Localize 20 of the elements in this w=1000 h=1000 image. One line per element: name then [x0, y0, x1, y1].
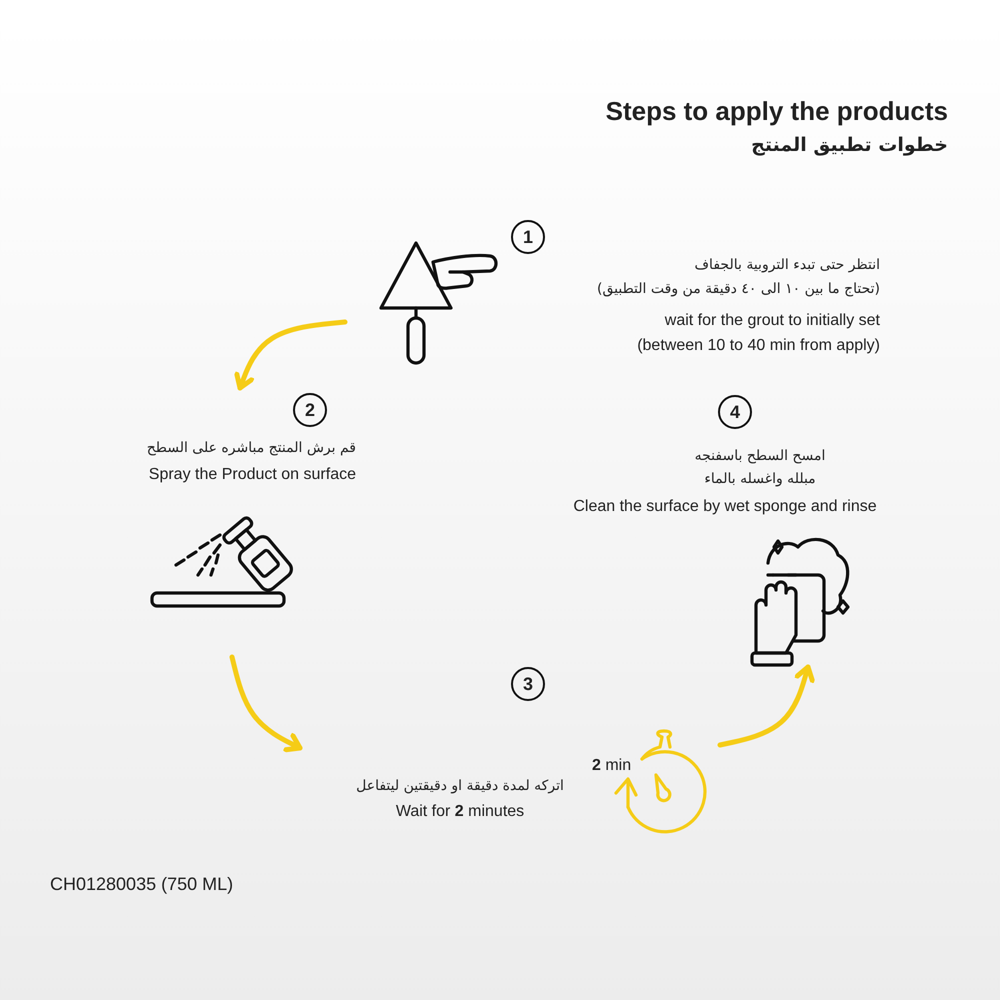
product-code: CH01280035 (750 ML): [50, 873, 234, 896]
step-text-arabic: انتظر حتى تبدء التروبية بالجفاف: [694, 256, 880, 275]
step-number: 3: [511, 667, 545, 701]
subtitle: خطوات تطبيق المنتج: [751, 133, 948, 158]
step-text-arabic: اتركه لمدة دقيقة او دقيقتين ليتفاعل: [355, 777, 565, 796]
step-text: wait for the grout to initially set (between 10 to 40 min from apply): [636, 311, 880, 356]
curved-arrow: [718, 664, 815, 748]
step-text: Spray the Product on surface: [148, 465, 356, 485]
curved-arrow: [234, 320, 348, 390]
title: Steps to apply the products: [606, 96, 948, 127]
step-text-arabic: امسح السطح باسفنجه مبلله واغسله بالماء: [694, 447, 826, 489]
step-text-arabic: (تحتاج ما بين ١٠ الى ٤٠ دقيقة من وقت التطبيق): [596, 280, 880, 299]
step-number: 1: [511, 220, 545, 254]
curved-arrow: [230, 654, 302, 752]
step-text: Wait for 2 minutes: [394, 802, 526, 822]
step-text: 2 min: [592, 756, 632, 776]
step-number: 4: [718, 395, 752, 429]
step-text-arabic: قم برش المنتج مباشره على السطح: [146, 439, 356, 458]
step-text: Clean the surface by wet sponge and rinse: [572, 497, 878, 517]
step-number: 2: [293, 393, 327, 427]
